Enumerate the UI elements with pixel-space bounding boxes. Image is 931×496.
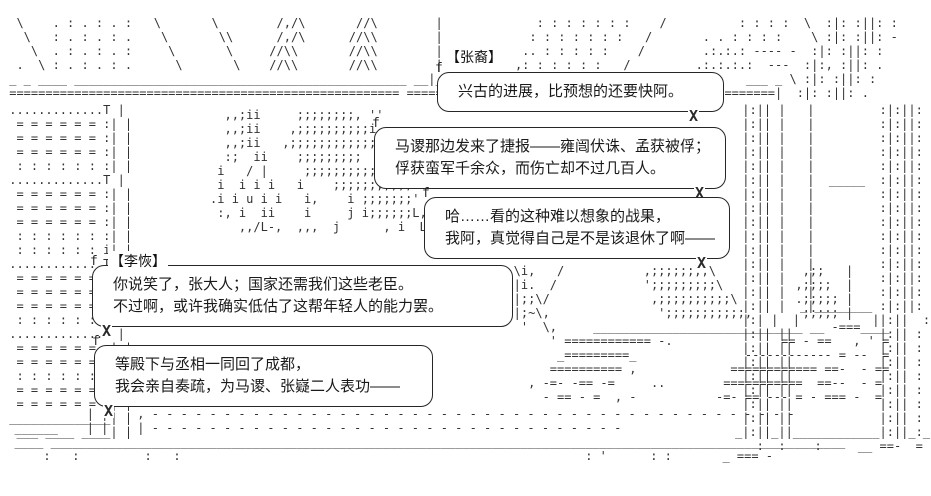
bubble-text-line: 我会亲自奏疏，为马谡、张嶷二人表功——: [115, 378, 401, 395]
bubble-corner-flourish: f: [90, 254, 98, 269]
bubble-corner-flourish: f: [435, 61, 443, 76]
bubble-text-line: 我阿，真觉得自己是不是该退休了啊——: [445, 230, 716, 247]
bubble-tail: X: [687, 107, 699, 125]
bubble-tail: X: [101, 322, 113, 340]
speaker-label-lihui: 【李恢】: [108, 251, 168, 271]
ascii-art-hedge-table: \i, / ,;;;;;;;;\ ,;; | |i. / ';;;;;;;;;\…: [513, 264, 890, 404]
speech-bubble-zhangyi-3: f 哈……看的这种难以想象的战果， 我阿，真觉得自己是不是该退休了啊—— X: [422, 186, 730, 271]
speech-bubble-zhangyi-2: f 马谡那边发来了捷报——雍闿伏诛、孟获被俘； 俘获蛮军千余众，而伤亡却不过几百…: [372, 116, 726, 201]
bubble-corner-flourish: f: [422, 186, 430, 201]
bubble-tail: X: [103, 402, 115, 420]
bubble-text-line: 哈……看的这种难以想象的战果，: [445, 208, 671, 225]
bubble-tail: X: [693, 184, 705, 202]
bubble-text-line: 俘获蛮军千余众，而伤亡却不过几百人。: [395, 160, 666, 177]
speech-bubble-lihui-2: f 等殿下与丞相一同回了成都， 我会亲自奏疏，为马谡、张嶷二人表功—— X: [92, 334, 433, 419]
bubble-corner-flourish: f: [372, 116, 380, 131]
speech-bubble-lihui-1: f 你说笑了，张大人；国家还需我们这些老臣。 不过啊，或许我确实低估了这帮年轻人…: [90, 254, 513, 339]
ascii-art-floor: | | , - - - - - - - - - - - - - - - - - …: [14, 407, 846, 463]
bubble-text-line: 不过啊，或许我确实低估了这帮年轻人的能力罢。: [113, 298, 444, 315]
bubble-text-line: 马谡那边发来了捷报——雍闿伏诛、孟获被俘；: [395, 138, 711, 155]
bubble-tail: X: [695, 254, 707, 272]
bubble-text-line: 等殿下与丞相一同回了成都，: [115, 356, 311, 373]
bubble-corner-flourish: f: [92, 334, 100, 349]
bubble-text-line: 你说笑了，张大人；国家还需我们这些老臣。: [113, 276, 414, 293]
speech-bubble-zhangyi-1: f 兴古的进展，比预想的还要快阿。 X: [435, 61, 724, 124]
ascii-art-right-pillars: |:|| | | :|:||: : |:|| | | :|:||: : |:||…: [735, 103, 931, 453]
speaker-label-zhangyi: 【张裔】: [444, 47, 504, 67]
bubble-text-line: 兴古的进展，比预想的还要快阿。: [458, 83, 684, 100]
